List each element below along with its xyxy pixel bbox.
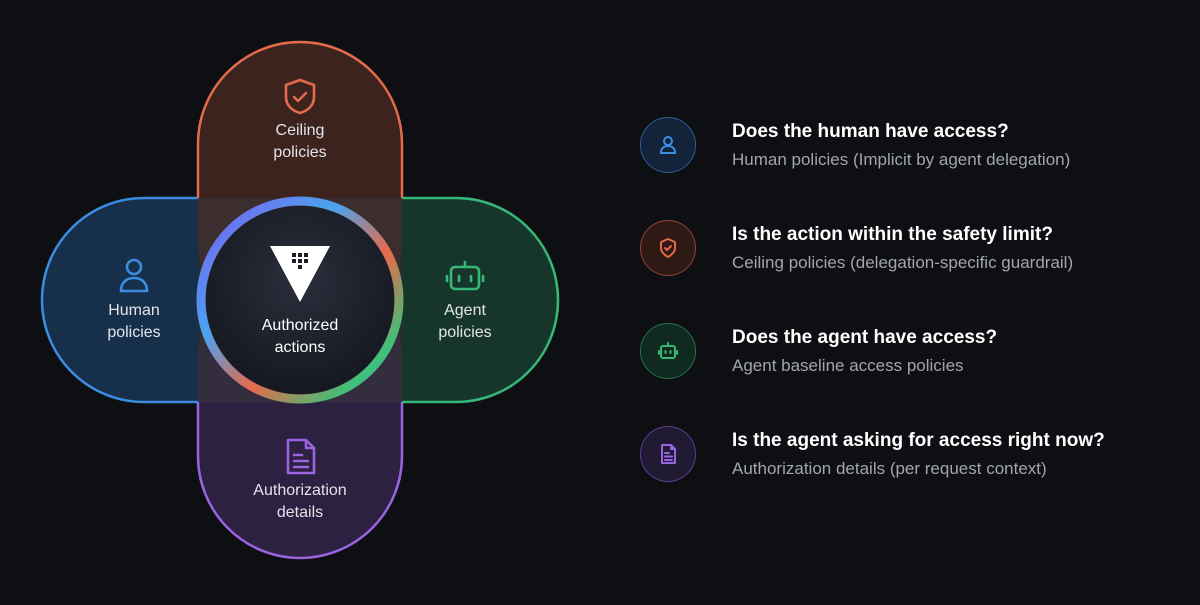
- authorization-label-line1: Authorization: [253, 482, 347, 499]
- agent-outline: [402, 196, 560, 404]
- ceiling-label-line1: Ceiling: [275, 122, 325, 139]
- ceiling-outline: [196, 40, 404, 198]
- authorization-venn-diagram: Ceiling policies Human policies Agent po…: [0, 0, 600, 600]
- legend-title: Is the agent asking for access right now…: [732, 430, 1105, 451]
- legend-document-icon: [640, 426, 696, 482]
- person-icon: [119, 258, 149, 293]
- agent-label-line2: policies: [438, 324, 492, 341]
- center-label-line1: Authorized: [261, 317, 339, 334]
- vault-triangle-logo: [270, 246, 330, 302]
- agent-policies-region: [402, 198, 558, 402]
- human-label-line2: policies: [107, 324, 161, 341]
- legend-robot-icon: [640, 323, 696, 379]
- ceiling-policies-label: Ceiling policies: [230, 120, 370, 164]
- ceiling-label-line2: policies: [273, 144, 327, 161]
- legend-row-authorization: Is the agent asking for access right now…: [640, 426, 1200, 486]
- legend-row-agent: Does the agent have access? Agent baseli…: [640, 323, 1200, 383]
- human-policies-label: Human policies: [64, 300, 204, 344]
- authorization-details-label: Authorization details: [230, 480, 370, 524]
- authorization-label-line2: details: [276, 504, 324, 521]
- legend-title: Does the agent have access?: [732, 327, 998, 348]
- legend-title: Does the human have access?: [732, 121, 1009, 142]
- authorized-actions-label: Authorized actions: [230, 315, 370, 359]
- legend-subtitle: Authorization details (per request conte…: [732, 459, 1047, 478]
- legend-subtitle: Agent baseline access policies: [732, 356, 964, 375]
- document-icon: [286, 438, 316, 475]
- legend-person-icon: [640, 117, 696, 173]
- legend-title: Is the action within the safety limit?: [732, 224, 1053, 245]
- robot-icon: [445, 260, 485, 291]
- center-label-line2: actions: [274, 339, 326, 356]
- shield-check-icon: [284, 78, 316, 115]
- legend: Does the human have access? Human polici…: [640, 0, 1200, 600]
- legend-row-ceiling: Is the action within the safety limit? C…: [640, 220, 1200, 280]
- diagram-canvas: [40, 40, 560, 560]
- legend-subtitle: Ceiling policies (delegation-specific gu…: [732, 253, 1074, 272]
- human-policies-region: [42, 198, 198, 402]
- human-label-line1: Human: [108, 302, 160, 319]
- agent-label-line1: Agent: [444, 302, 486, 319]
- authorized-actions-ring: [196, 196, 404, 404]
- human-outline: [40, 196, 198, 404]
- agent-policies-label: Agent policies: [395, 300, 535, 344]
- authorization-outline: [196, 402, 404, 560]
- legend-row-human: Does the human have access? Human polici…: [640, 117, 1200, 177]
- legend-subtitle: Human policies (Implicit by agent delega…: [732, 150, 1071, 169]
- legend-shield-check-icon: [640, 220, 696, 276]
